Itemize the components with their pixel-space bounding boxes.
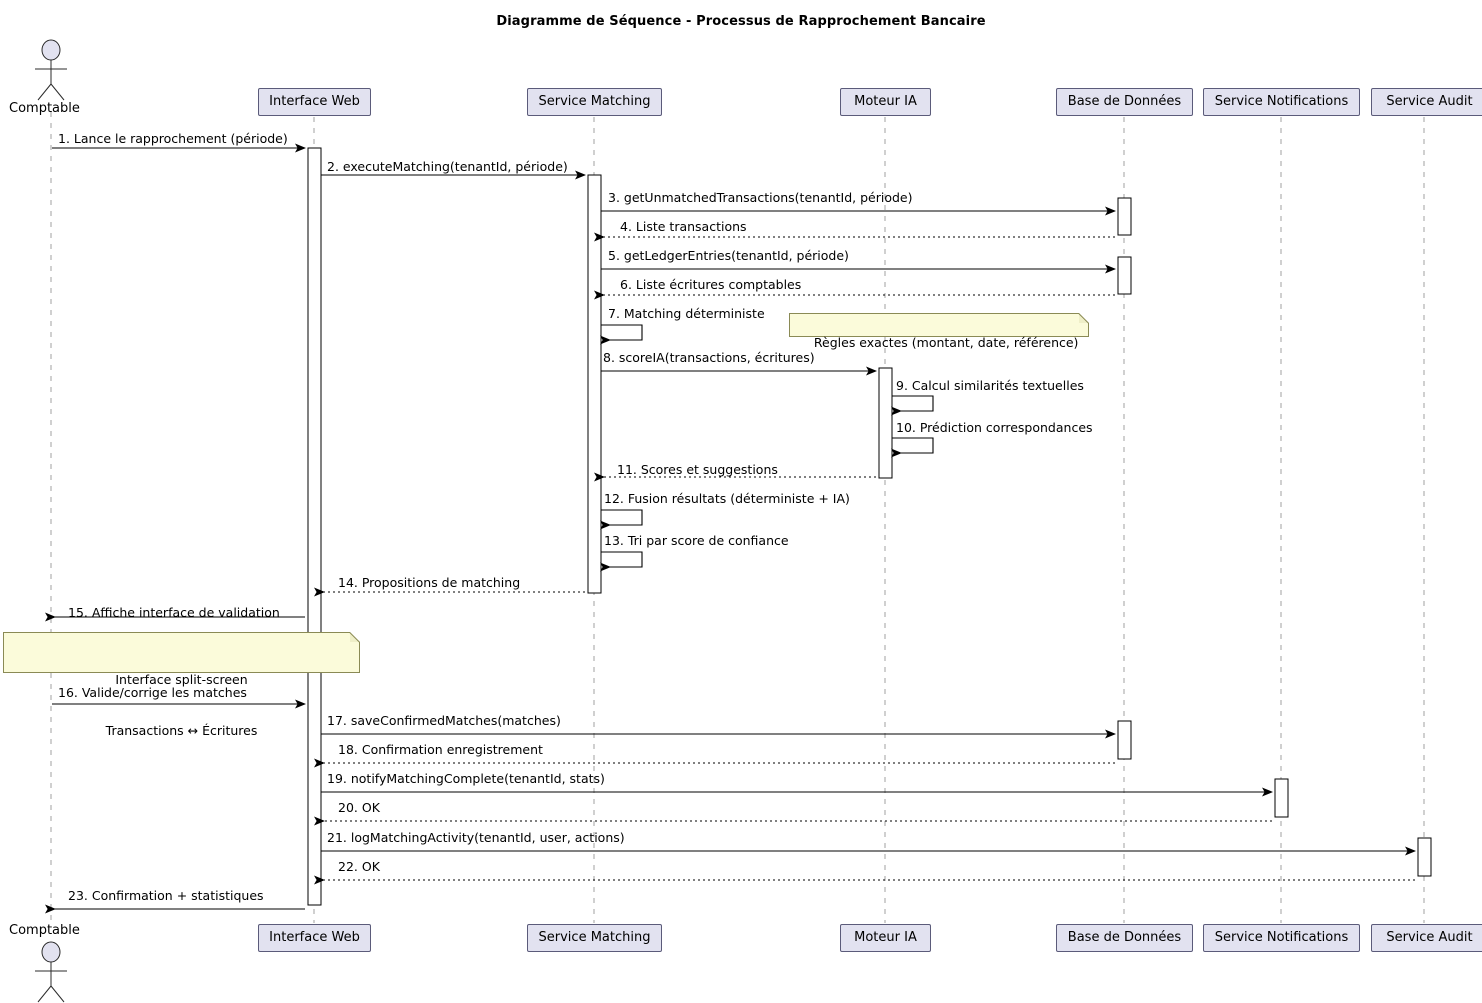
actor-comptable-bottom (35, 941, 67, 1003)
self-call-loops (600, 324, 934, 572)
msg-label-18: 18. Confirmation enregistrement (338, 742, 543, 757)
activation-bdd-1 (1117, 197, 1132, 236)
actor-label-comptable-top: Comptable (9, 101, 80, 116)
msg-label-16: 16. Valide/corrige les matches (58, 685, 247, 700)
activation-bars (307, 147, 1432, 906)
participant-header-service-notifications[interactable]: Service Notifications (1203, 88, 1360, 116)
msg-label-10: 10. Prédiction correspondances (896, 420, 1093, 435)
participant-header-service-matching[interactable]: Service Matching (527, 88, 662, 116)
msg-label-23: 23. Confirmation + statistiques (68, 888, 264, 903)
msg-label-8: 8. scoreIA(transactions, écritures) (603, 350, 815, 365)
msg-label-14: 14. Propositions de matching (338, 575, 521, 590)
loop-msg-9 (891, 395, 934, 416)
msg-label-13: 13. Tri par score de confiance (604, 533, 789, 548)
participant-footer-moteur-ia[interactable]: Moteur IA (840, 924, 931, 952)
msg-label-5: 5. getLedgerEntries(tenantId, période) (608, 248, 849, 263)
msg-label-7: 7. Matching déterministe (608, 306, 765, 321)
note-split-screen-line2: Transactions ↔ Écritures (105, 723, 258, 738)
note-regles-exactes: Règles exactes (montant, date, référence… (789, 313, 1089, 350)
msg-label-6: 6. Liste écritures comptables (620, 277, 802, 292)
activation-interface-web (307, 147, 322, 906)
message-arrows-return (314, 232, 1415, 885)
participant-header-service-audit[interactable]: Service Audit (1371, 88, 1482, 116)
participant-header-base-de-donnees[interactable]: Base de Données (1056, 88, 1193, 116)
note-split-screen: Interface split-screen Transactions ↔ Éc… (3, 632, 360, 738)
participant-footer-service-notifications[interactable]: Service Notifications (1203, 924, 1360, 952)
participant-footer-interface-web[interactable]: Interface Web (258, 924, 371, 952)
actor-label-comptable-bottom: Comptable (9, 923, 80, 938)
participant-header-moteur-ia[interactable]: Moteur IA (840, 88, 931, 116)
msg-label-2: 2. executeMatching(tenantId, période) (327, 159, 568, 174)
msg-label-17: 17. saveConfirmedMatches(matches) (327, 713, 561, 728)
msg-label-9: 9. Calcul similarités textuelles (896, 378, 1084, 393)
activation-service-matching (587, 174, 602, 594)
msg-label-1: 1. Lance le rapprochement (période) (58, 131, 288, 146)
message-arrows-call (45, 143, 1416, 914)
activation-bdd-2 (1117, 256, 1132, 295)
note-regles-exactes-text: Règles exactes (montant, date, référence… (813, 335, 1079, 350)
activation-audit (1417, 837, 1432, 877)
loop-msg-12 (600, 509, 643, 530)
msg-label-22: 22. OK (338, 859, 380, 874)
loop-msg-10 (891, 437, 934, 458)
msg-label-19: 19. notifyMatchingComplete(tenantId, sta… (327, 771, 605, 786)
loop-msg-7 (600, 324, 643, 345)
participant-header-interface-web[interactable]: Interface Web (258, 88, 371, 116)
msg-label-12: 12. Fusion résultats (déterministe + IA) (604, 491, 850, 506)
loop-msg-13 (600, 551, 643, 572)
msg-label-11: 11. Scores et suggestions (617, 462, 778, 477)
activation-notifications (1274, 778, 1289, 818)
participant-footer-base-de-donnees[interactable]: Base de Données (1056, 924, 1193, 952)
msg-label-20: 20. OK (338, 800, 380, 815)
page-title: Diagramme de Séquence - Processus de Rap… (496, 14, 986, 29)
note-split-screen-line1: Interface split-screen (115, 672, 248, 687)
msg-label-3: 3. getUnmatchedTransactions(tenantId, pé… (608, 190, 913, 205)
activation-bdd-3 (1117, 720, 1132, 760)
participant-footer-service-matching[interactable]: Service Matching (527, 924, 662, 952)
msg-label-4: 4. Liste transactions (620, 219, 747, 234)
msg-label-21: 21. logMatchingActivity(tenantId, user, … (327, 830, 625, 845)
activation-moteur-ia (878, 367, 893, 479)
msg-label-15: 15. Affiche interface de validation (68, 605, 280, 620)
participant-footer-service-audit[interactable]: Service Audit (1371, 924, 1482, 952)
actor-comptable-top (35, 39, 67, 101)
